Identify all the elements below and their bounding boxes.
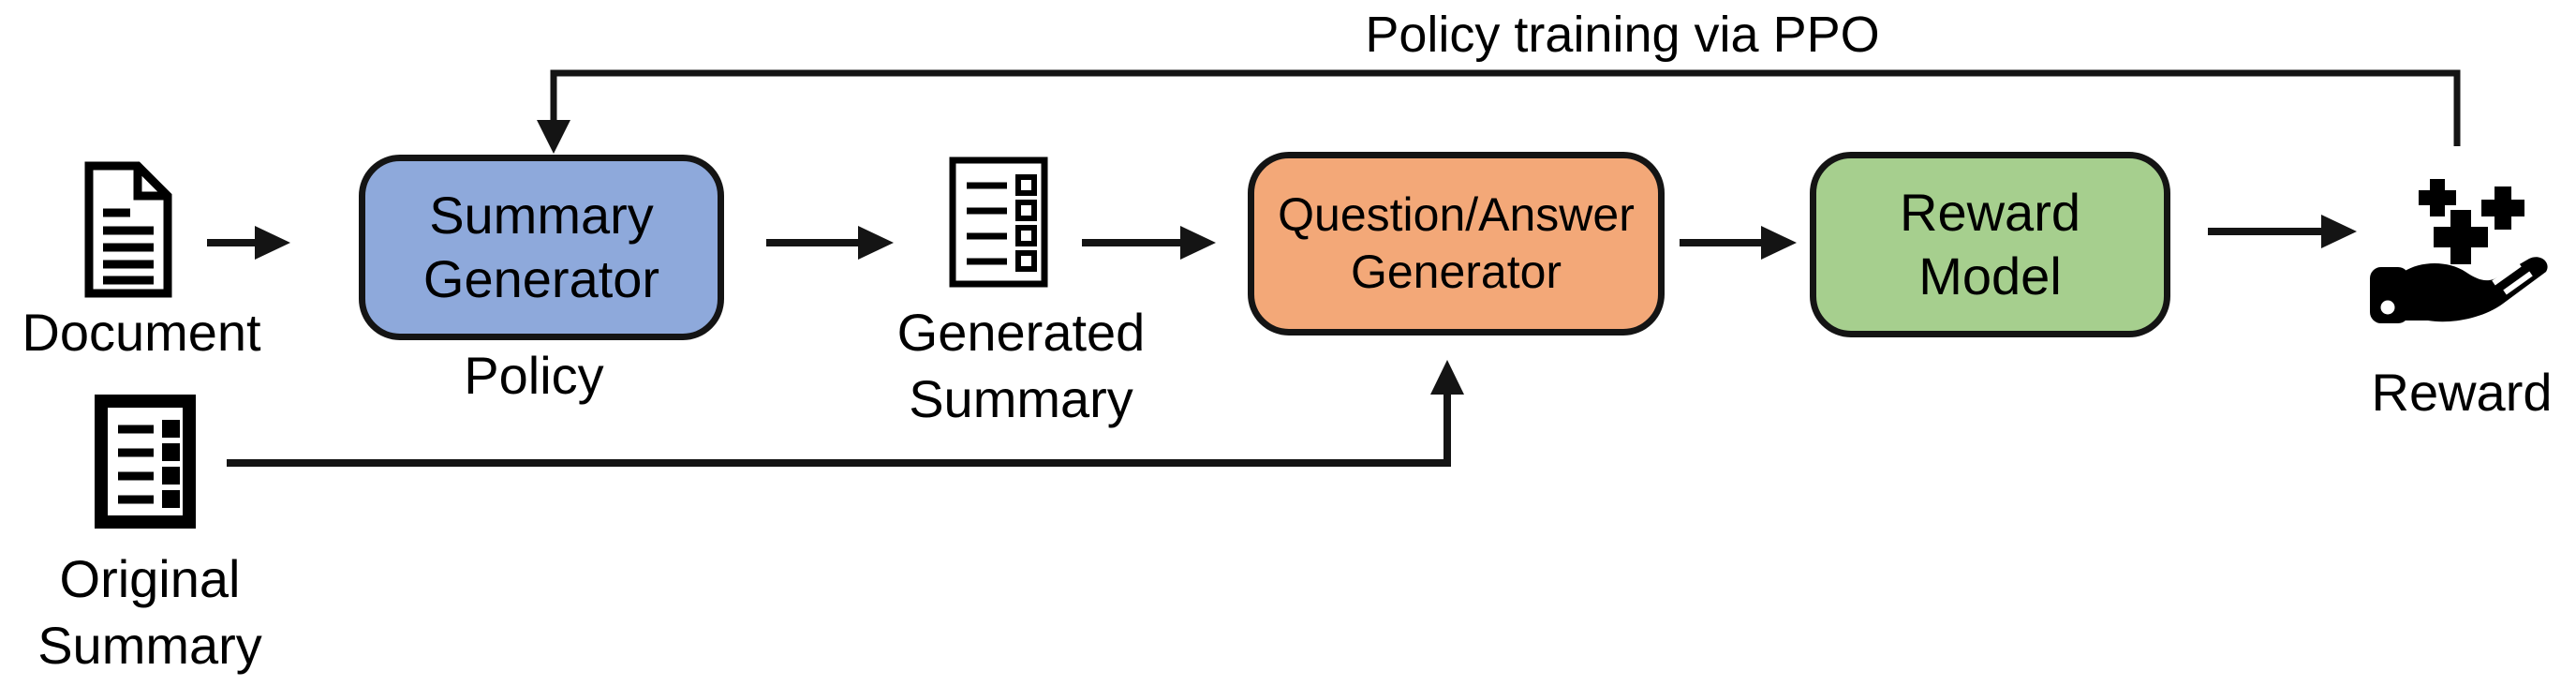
- reward-model-box: Reward Model: [1810, 152, 2170, 337]
- qa-generator-box: Question/Answer Generator: [1248, 152, 1665, 336]
- arrow-reward-model-to-reward: [2208, 215, 2357, 248]
- arrow-qa-generator-to-reward-model: [1680, 226, 1797, 260]
- hand-plus-icon: [2361, 159, 2567, 347]
- arrow-generated-summary-to-qa-generator: [1082, 226, 1216, 260]
- reward-label: Reward: [2371, 363, 2553, 422]
- qa-generator-label: Question/Answer Generator: [1278, 188, 1635, 298]
- document-label: Document: [22, 303, 261, 362]
- generated-summary-label: Generated Summary: [896, 303, 1146, 428]
- feedback-line-ppo: [537, 69, 2461, 154]
- original-summary-label: Original Summary: [37, 549, 262, 675]
- line-original-summary-to-qa-generator: [227, 360, 1464, 467]
- list-document-icon: [948, 156, 1049, 289]
- policy-sublabel: Policy: [464, 346, 604, 405]
- filled-list-document-icon: [94, 394, 197, 529]
- arrow-document-to-summary-generator: [207, 226, 290, 260]
- ppo-training-label: Policy training via PPO: [1365, 7, 1880, 63]
- summary-generator-box: Summary Generator: [359, 155, 724, 340]
- arrow-summary-generator-to-generated-summary: [766, 226, 894, 260]
- document-icon: [81, 159, 176, 300]
- summary-generator-label: Summary Generator: [422, 185, 660, 308]
- reward-model-label: Reward Model: [1900, 182, 2080, 306]
